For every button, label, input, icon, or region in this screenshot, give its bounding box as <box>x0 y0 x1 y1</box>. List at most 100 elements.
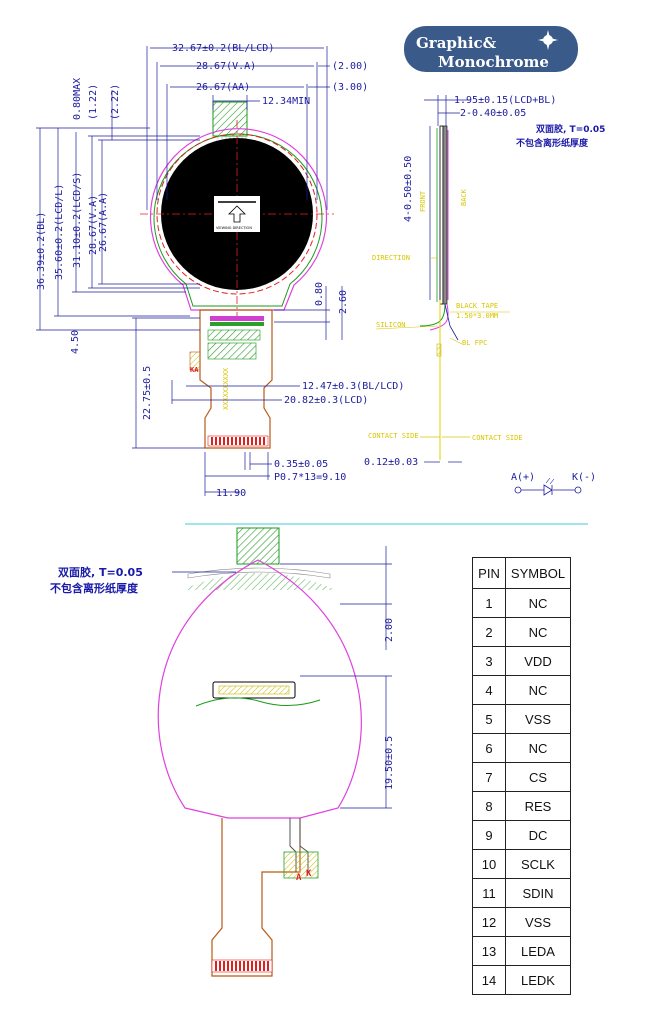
pin-table-header: PIN SYMBOL <box>472 557 571 589</box>
pin-symbol: RES <box>505 791 571 821</box>
dim-bl-height: 36.39±0.2(BL) <box>36 212 47 290</box>
side-back-label: BACK <box>460 188 468 206</box>
svg-text:XXXXXXXXXX: XXXXXXXXXX <box>222 367 230 410</box>
pin-symbol: NC <box>505 733 571 763</box>
dim-aa-width: 26.67(AA) <box>196 82 250 93</box>
marker-a: A <box>296 873 302 883</box>
pin-symbol: SDIN <box>505 878 571 908</box>
side-black-tape-size: 1.50*3.0MM <box>456 312 498 320</box>
pin-symbol: VSS <box>505 704 571 734</box>
dim-450: 4.50 <box>70 330 81 354</box>
svg-text:A(+): A(+) <box>511 472 535 483</box>
sparkle-icon <box>538 30 558 50</box>
marker-k: K <box>306 869 312 879</box>
side-d-left: 4-0.50±0.50 <box>403 156 414 222</box>
pin-number: 5 <box>472 704 506 734</box>
dim-bl-lcd-width: 32.67±0.2(BL/LCD) <box>172 43 274 54</box>
pin-symbol: CS <box>505 762 571 792</box>
dim-lcd-s: 31.10±0.2(LCD/S) <box>72 172 83 268</box>
back-note-line2: 不包含离形纸厚度 <box>50 581 139 595</box>
pin-number: 1 <box>472 588 506 618</box>
pin-number: 2 <box>472 617 506 647</box>
pin-symbol: SCLK <box>505 849 571 879</box>
pin-number: 12 <box>472 907 506 937</box>
dim-aa-gap: (3.00) <box>332 82 368 93</box>
dim-lcd-l: 35.60±0.2(LCD/L) <box>54 184 65 280</box>
svg-text:KA: KA <box>190 366 199 374</box>
dim-fpc-length: 22.75±0.5 <box>142 366 153 420</box>
logo-line1: Graphic& <box>416 34 497 52</box>
back-note-line1: 双面胶, T=0.05 <box>58 565 143 579</box>
svg-text:K(-): K(-) <box>572 472 596 483</box>
back-view: A K 2.00 19.50±0.5 双面胶, T=0.05 不包含离形纸厚度 <box>50 523 588 977</box>
led-diode-symbol: A(+) K(-) <box>511 472 596 496</box>
dim-222: (2.22) <box>110 84 121 120</box>
side-black-tape: BLACK TAPE <box>456 302 498 310</box>
pin-number: 4 <box>472 675 506 705</box>
side-thickness: 1.95±0.15(LCD+BL) <box>454 95 556 106</box>
pin-symbol: LEDA <box>505 936 571 966</box>
logo-line2: Monochrome <box>438 53 549 71</box>
dim-va-width: 28.67(V.A) <box>196 61 256 72</box>
pin-number: 3 <box>472 646 506 676</box>
dim-va-height: 28.67(V.A) <box>88 195 99 255</box>
pin-number: 10 <box>472 849 506 879</box>
pin-symbol: NC <box>505 617 571 647</box>
dim-tab-min: 12.34MIN <box>262 96 310 107</box>
side-thickness-bottom: 0.12±0.03 <box>364 457 418 468</box>
back-dim-1950: 19.50±0.5 <box>384 736 395 790</box>
brand-logo: Graphic& Monochrome <box>404 26 578 72</box>
dim-122: (1.22) <box>88 84 99 120</box>
pin-symbol: DC <box>505 820 571 850</box>
pin-number: 13 <box>472 936 506 966</box>
side-bl-fpc: BL FPC <box>462 339 487 347</box>
dim-aa-height: 26.67(A.A) <box>98 192 109 252</box>
dim-pitch: P0.7*13=9.10 <box>274 472 346 483</box>
pin-symbol: VDD <box>505 646 571 676</box>
dim-fpc-lcd: 20.82±0.3(LCD) <box>284 395 368 406</box>
side-view: 1.95±0.15(LCD+BL) 2-0.40±0.05 4-0.50±0.5… <box>364 95 605 496</box>
pin-symbol: VSS <box>505 907 571 937</box>
side-note-line1: 双面胶, T=0.05 <box>536 123 605 135</box>
pin-number: 6 <box>472 733 506 763</box>
front-view: VIEWING DIRECTION KA XXXXXXXXXX <box>36 43 404 499</box>
side-note-line2: 不包含离形纸厚度 <box>516 137 589 149</box>
pin-number: 7 <box>472 762 506 792</box>
dim-max: 0.80MAX <box>72 78 83 120</box>
pin-number: 9 <box>472 820 506 850</box>
side-direction-label: DIRECTION <box>372 254 410 262</box>
pin-symbol: LEDK <box>505 965 571 995</box>
side-silicon: SILICON <box>376 321 406 329</box>
side-front-label: FRONT <box>419 190 427 212</box>
pin-number: 11 <box>472 878 506 908</box>
pin-symbol: NC <box>505 588 571 618</box>
symbol-header: SYMBOL <box>505 557 571 589</box>
side-d2: 2-0.40±0.05 <box>460 108 526 119</box>
dim-pad-width: 0.35±0.05 <box>274 459 328 470</box>
contact-side-right: CONTACT SIDE <box>472 434 523 442</box>
dim-va-gap: (2.00) <box>332 61 368 72</box>
dim-080: 0.80 <box>314 282 325 306</box>
pin-symbol: NC <box>505 675 571 705</box>
pin-header: PIN <box>472 557 506 589</box>
pin-number: 14 <box>472 965 506 995</box>
dim-260: 2.60 <box>338 290 349 314</box>
pin-number: 8 <box>472 791 506 821</box>
contact-side-left: CONTACT SIDE <box>368 432 419 440</box>
viewing-direction-label: VIEWING DIRECTION <box>216 226 252 230</box>
